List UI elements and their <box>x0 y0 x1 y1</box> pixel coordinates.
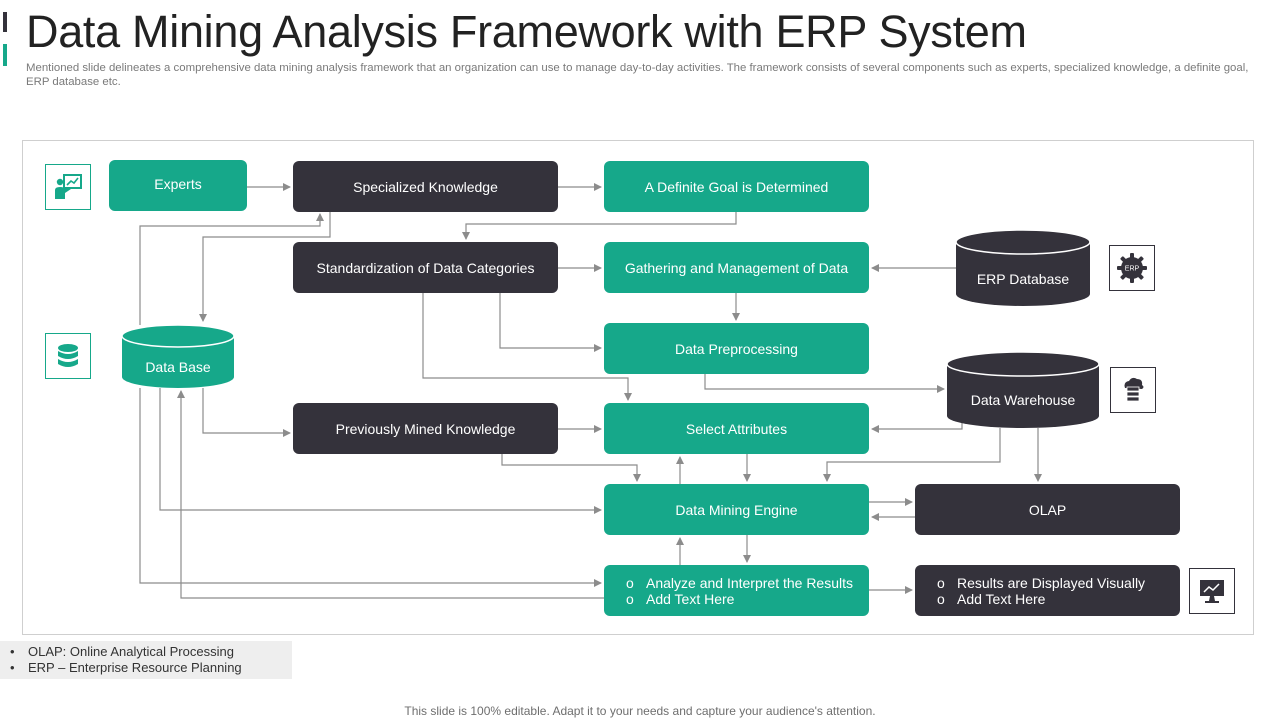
arrow-database-to-engine <box>159 388 602 514</box>
arrow-database-to-analyze <box>139 388 602 587</box>
note-item: ERP – Enterprise Resource Planning <box>0 660 292 676</box>
arrow-preprocessing-to-warehouse <box>704 374 945 393</box>
arrow-warehouse-to-engine <box>823 428 1001 482</box>
node-definite-goal: A Definite Goal is Determined <box>604 161 869 212</box>
node-previously-mined: Previously Mined Knowledge <box>293 403 558 454</box>
node-olap: OLAP <box>915 484 1180 535</box>
page-subtitle: Mentioned slide delineates a comprehensi… <box>26 62 1249 88</box>
data-warehouse-cylinder <box>946 351 1100 428</box>
accent-bar-green <box>3 44 7 66</box>
results-item: Results are Displayed Visually <box>937 575 1145 591</box>
page-title: Data Mining Analysis Framework with ERP … <box>26 6 1027 57</box>
arrow-database-to-knowledge <box>139 213 324 325</box>
arrow-standardization-to-select <box>422 293 632 401</box>
node-standardization: Standardization of Data Categories <box>293 242 558 293</box>
accent-bar-dark <box>3 12 7 32</box>
erp-database-cylinder <box>955 229 1091 306</box>
arrow-standardization-to-preprocessing <box>499 293 602 352</box>
node-analyze-results: Analyze and Interpret the Results Add Te… <box>604 565 869 616</box>
presenter-board-icon <box>45 164 91 210</box>
analyze-item: Analyze and Interpret the Results <box>626 575 853 591</box>
node-gathering: Gathering and Management of Data <box>604 242 869 293</box>
node-results-displayed: Results are Displayed Visually Add Text … <box>915 565 1180 616</box>
erp-database-label: ERP Database <box>976 271 1070 287</box>
database-stack-icon <box>45 333 91 379</box>
diagram-frame <box>22 140 1254 635</box>
node-experts: Experts <box>109 160 247 211</box>
analyze-item: Add Text Here <box>626 591 853 607</box>
arrow-knowledge-to-database <box>199 212 331 322</box>
arrow-warehouse-to-select <box>871 422 963 433</box>
arrow-database-to-mined <box>202 388 291 437</box>
abbreviation-notes: OLAP: Online Analytical Processing ERP –… <box>0 641 292 679</box>
arrow-goal-to-standardization <box>462 212 737 240</box>
node-mining-engine: Data Mining Engine <box>604 484 869 535</box>
results-item: Add Text Here <box>937 591 1145 607</box>
erp-icon-text: ERP <box>1125 266 1140 273</box>
arrow-analyze-to-database <box>177 390 604 599</box>
data-base-label: Data Base <box>145 359 211 375</box>
data-warehouse-label: Data Warehouse <box>970 392 1076 408</box>
data-base-cylinder <box>121 324 235 388</box>
footer-text: This slide is 100% editable. Adapt it to… <box>404 704 876 718</box>
note-item: OLAP: Online Analytical Processing <box>0 644 292 660</box>
cloud-server-icon <box>1110 367 1156 413</box>
node-specialized-knowledge: Specialized Knowledge <box>293 161 558 212</box>
monitor-chart-icon <box>1189 568 1235 614</box>
node-select-attributes: Select Attributes <box>604 403 869 454</box>
arrow-mined-to-engine <box>501 454 641 482</box>
erp-gear-icon: ERP <box>1109 245 1155 291</box>
node-preprocessing: Data Preprocessing <box>604 323 869 374</box>
